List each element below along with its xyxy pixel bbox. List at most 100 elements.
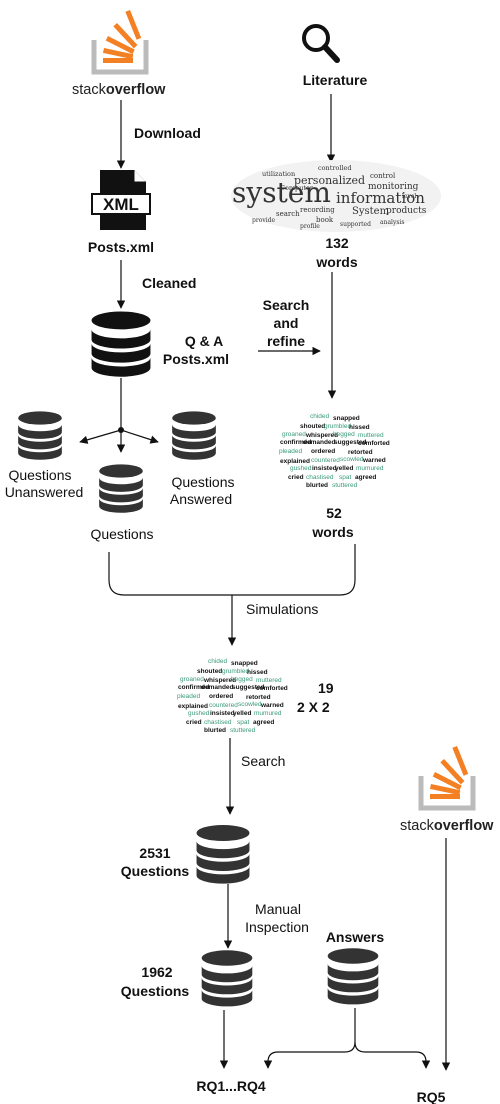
answered-database-icon — [172, 411, 216, 460]
wc-word: retorted — [348, 449, 373, 456]
wc-word: chastised — [306, 474, 334, 481]
wc-word: comforted — [358, 440, 390, 447]
wc-word: whispered — [203, 677, 236, 684]
wc-word: muttered — [358, 432, 384, 439]
wc-word: warned — [260, 702, 284, 709]
wc-word: groaned — [282, 431, 306, 438]
search-refine-1: Search — [263, 297, 310, 313]
db-2531-icon — [196, 824, 250, 884]
qa-label-line1: Q & A — [185, 333, 223, 349]
wc-word: Computer — [280, 184, 314, 192]
wc-word: grumbled — [222, 668, 249, 675]
q1962-number: 1962 — [141, 964, 172, 980]
wc-word: monitoring — [368, 182, 419, 192]
n19-label: 19 — [318, 680, 334, 696]
wc-word: gushed — [188, 710, 210, 717]
wc-word: suggested — [232, 684, 265, 691]
wc-word: level — [402, 193, 416, 200]
answered-label-2: Answered — [170, 491, 232, 507]
words132-number: 132 — [325, 235, 349, 251]
wc-word: agreed — [355, 474, 376, 481]
arrow-to-answered — [120, 429, 159, 444]
wc-word: explained — [280, 458, 310, 465]
questions-label: Questions — [90, 526, 153, 542]
stackoverflow-icon — [91, 10, 149, 75]
stackoverflow-wordmark: stackoverflow — [400, 818, 494, 834]
wc-word: agreed — [253, 719, 274, 726]
wc-word: mumured — [356, 465, 384, 472]
wc-word: groaned — [180, 676, 204, 683]
arrow-to-unanswered — [79, 429, 122, 444]
wc-word: blurted — [306, 482, 328, 489]
arrow-answers-to-rq1-4 — [263, 1008, 356, 1069]
search-refine-2: and — [274, 315, 299, 331]
wc-word: begged — [231, 676, 253, 683]
wc-word: spat — [237, 719, 249, 726]
wc-word: pleaded — [279, 448, 303, 455]
q2531-unit: Questions — [121, 863, 190, 879]
wordcloud-small-52: chided snapped shouted grumbled hissed g… — [279, 413, 390, 489]
wc-word: book — [316, 216, 334, 224]
wc-word: insisted — [312, 465, 337, 472]
search-label: Search — [241, 753, 285, 769]
wc-word: shouted — [197, 668, 222, 675]
wc-word: search — [276, 210, 300, 218]
unanswered-database-icon — [18, 411, 62, 460]
wc-word: profile — [300, 223, 320, 230]
rq5-label: RQ5 — [417, 1089, 446, 1104]
wc-word: comforted — [256, 685, 288, 692]
wc-word: snapped — [231, 660, 258, 667]
wc-word: ordered — [311, 448, 335, 455]
wordcloud-large: utilization controlled control personali… — [231, 160, 441, 232]
xml-badge: XML — [103, 195, 139, 214]
wc-word: stuttered — [230, 727, 256, 734]
wc-word: demanded — [303, 439, 336, 446]
wc-word: personalized — [294, 174, 365, 187]
wc-word: pleaded — [177, 693, 201, 700]
search-refine-3: refine — [267, 333, 305, 349]
qa-label-line2: Posts.xml — [163, 351, 229, 367]
wc-word: warned — [362, 457, 386, 464]
wc-word: suggested — [334, 439, 367, 446]
wc-word: blurted — [204, 727, 226, 734]
wc-word: yelled — [233, 710, 251, 717]
wc-word: analysis — [380, 219, 404, 226]
db-1962-icon — [201, 950, 253, 1007]
wc-word: controlled — [318, 164, 352, 172]
wc-word: insisted — [210, 710, 235, 717]
words132-unit: words — [315, 254, 357, 270]
answers-label: Answers — [326, 929, 385, 945]
wc-word: mumured — [254, 710, 282, 717]
manual-label-1: Manual — [255, 901, 301, 917]
wc-word: whispered — [305, 432, 338, 439]
wc-word: hissed — [349, 424, 370, 431]
q2531-number: 2531 — [139, 845, 170, 861]
wc-word: system — [232, 176, 331, 209]
wordcloud-small-19: chided snapped shouted grumbled hissed g… — [177, 658, 288, 734]
questions-database-icon — [99, 464, 143, 513]
wc-word: demanded — [201, 684, 234, 691]
merge-bracket — [108, 544, 356, 596]
wc-word: stuttered — [332, 482, 358, 489]
wc-word: recording — [300, 206, 335, 214]
wc-word: gushed — [290, 465, 312, 472]
wc-word: yelled — [335, 465, 353, 472]
wc-word: ordered — [209, 693, 233, 700]
stackoverflow-icon — [418, 746, 476, 811]
literature-label: Literature — [303, 72, 368, 88]
wc-word: control — [370, 172, 396, 180]
wc-word: explained — [178, 703, 208, 710]
cleaned-label: Cleaned — [142, 275, 196, 291]
wc-word: shouted — [300, 423, 325, 430]
simulations-label: Simulations — [246, 601, 318, 617]
answered-label-1: Questions — [171, 474, 234, 490]
posts-xml-label: Posts.xml — [88, 239, 154, 255]
two-by-two-label: 2 X 2 — [297, 699, 330, 715]
wc-word: System — [352, 206, 390, 217]
wc-word: provide — [252, 217, 275, 224]
rq1-4-label: RQ1...RQ4 — [196, 1078, 265, 1094]
wc-word: utilization — [262, 170, 295, 178]
wc-word: cried — [186, 719, 202, 726]
wc-word: chastised — [204, 719, 232, 726]
